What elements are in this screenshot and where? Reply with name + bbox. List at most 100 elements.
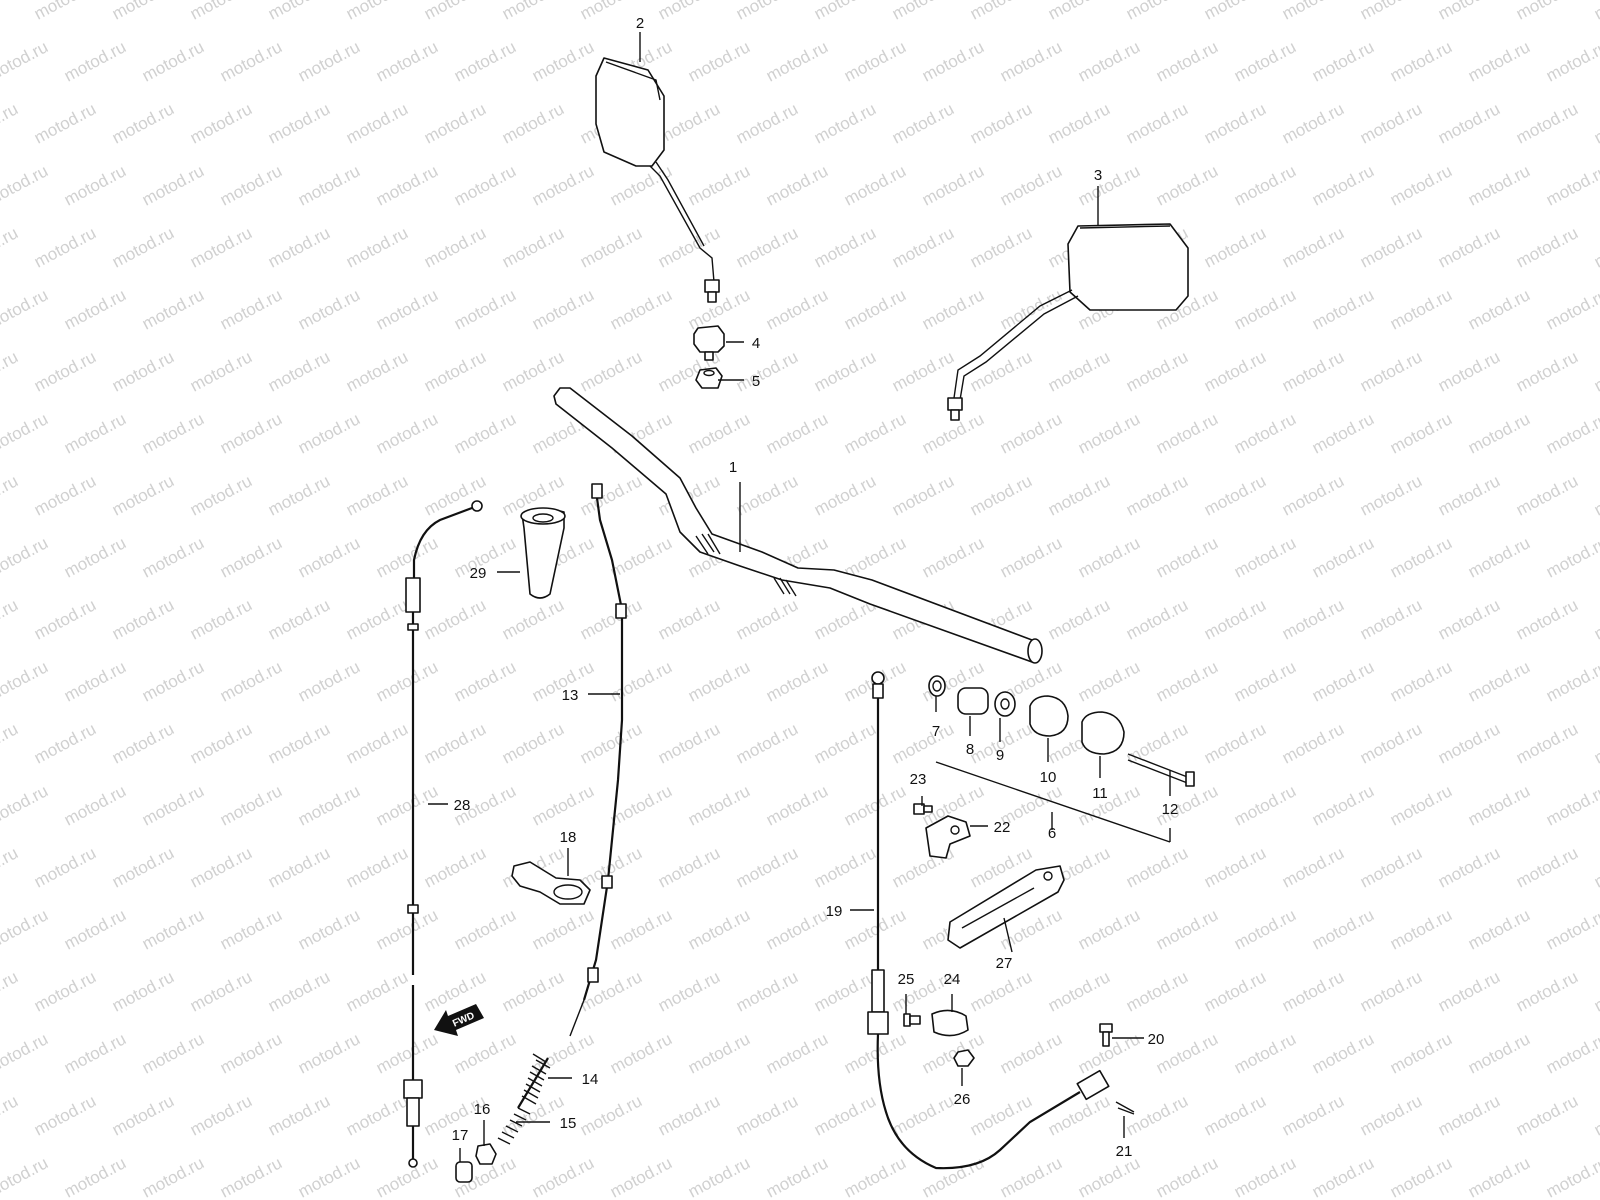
watermark-text: motod.ru [1465, 409, 1533, 457]
watermark-text: motod.ru [1543, 533, 1600, 581]
watermark-text: motod.ru [1123, 719, 1191, 767]
watermark-text: motod.ru [1435, 99, 1503, 147]
watermark-text: motod.ru [997, 161, 1065, 209]
watermark-text: motod.ru [529, 1153, 597, 1200]
watermark-text: motod.ru [265, 471, 333, 519]
watermark-text: motod.ru [1435, 843, 1503, 891]
watermark-text: motod.ru [1279, 347, 1347, 395]
watermark-text: motod.ru [997, 1153, 1065, 1200]
watermark-text: motod.ru [685, 905, 753, 953]
watermark-text: motod.ru [529, 905, 597, 953]
watermark-text: motod.ru [1201, 471, 1269, 519]
watermark-text: motod.ru [1201, 719, 1269, 767]
watermark-text: motod.ru [451, 905, 519, 953]
watermark-text: motod.ru [109, 347, 177, 395]
watermark-text: motod.ru [217, 1029, 285, 1077]
watermark-text: motod.ru [31, 99, 99, 147]
watermark-text: motod.ru [1465, 905, 1533, 953]
watermark-text: motod.ru [0, 37, 51, 85]
watermark-text: motod.ru [919, 533, 987, 581]
watermark-text: motod.ru [889, 719, 957, 767]
callout-26: 26 [954, 1091, 971, 1108]
watermark-text: motod.ru [0, 347, 21, 395]
watermark-text: motod.ru [841, 1153, 909, 1200]
watermark-text: motod.ru [763, 37, 831, 85]
watermark-text: motod.ru [1045, 1091, 1113, 1139]
callout-4: 4 [752, 335, 760, 352]
watermark-text: motod.ru [1123, 1091, 1191, 1139]
watermark-text: motod.ru [109, 719, 177, 767]
watermark-text: motod.ru [997, 409, 1065, 457]
callout-14: 14 [582, 1071, 599, 1088]
watermark-text: motod.ru [31, 1091, 99, 1139]
callout-22: 22 [994, 819, 1011, 836]
watermark-text: motod.ru [0, 0, 21, 24]
watermark-text: motod.ru [109, 471, 177, 519]
watermark-text: motod.ru [1543, 781, 1600, 829]
watermark-text: motod.ru [733, 223, 801, 271]
watermark-text: motod.ru [187, 347, 255, 395]
watermark-text: motod.ru [577, 347, 645, 395]
watermark-text: motod.ru [841, 37, 909, 85]
watermark-text: motod.ru [1435, 595, 1503, 643]
watermark-text: motod.ru [373, 657, 441, 705]
callout-7: 7 [932, 723, 940, 740]
watermark-text: motod.ru [919, 1153, 987, 1200]
watermark-text: motod.ru [1513, 99, 1581, 147]
watermark-text: motod.ru [1231, 285, 1299, 333]
watermark-text: motod.ru [1231, 781, 1299, 829]
watermark-text: motod.ru [1357, 967, 1425, 1015]
watermark-text: motod.ru [265, 719, 333, 767]
watermark-text: motod.ru [1357, 347, 1425, 395]
watermark-text: motod.ru [343, 967, 411, 1015]
callout-3: 3 [1094, 167, 1102, 184]
watermark-text: motod.ru [1279, 595, 1347, 643]
watermark-text: motod.ru [139, 285, 207, 333]
watermark-text: motod.ru [0, 1029, 51, 1077]
watermark-text: motod.ru [109, 1091, 177, 1139]
watermark-text: motod.ru [811, 347, 879, 395]
watermark-text: motod.ru [31, 967, 99, 1015]
watermark-text: motod.ru [1387, 905, 1455, 953]
watermark-text: motod.ru [109, 99, 177, 147]
watermark-text: motod.ru [1465, 37, 1533, 85]
watermark-text: motod.ru [607, 533, 675, 581]
watermark-text: motod.ru [1591, 0, 1600, 24]
watermark-text: motod.ru [0, 533, 51, 581]
watermark-text: motod.ru [889, 99, 957, 147]
throttle-boot [520, 507, 566, 599]
watermark-text: motod.ru [265, 347, 333, 395]
watermark-text: motod.ru [265, 223, 333, 271]
watermark-text: motod.ru [1309, 1029, 1377, 1077]
watermark-text: motod.ru [919, 37, 987, 85]
watermark-text: motod.ru [1279, 967, 1347, 1015]
watermark-text: motod.ru [31, 595, 99, 643]
watermark-text: motod.ru [217, 285, 285, 333]
callout-19: 19 [826, 903, 843, 920]
watermark-text: motod.ru [295, 905, 363, 953]
watermark-text: motod.ru [655, 719, 723, 767]
watermark-text: motod.ru [265, 595, 333, 643]
watermark-text: motod.ru [1465, 781, 1533, 829]
watermark-text: motod.ru [529, 161, 597, 209]
watermark-text: motod.ru [1513, 967, 1581, 1015]
watermark-text: motod.ru [31, 471, 99, 519]
pin-21 [1115, 1101, 1135, 1115]
watermark-text: motod.ru [1123, 0, 1191, 24]
watermark-text: motod.ru [343, 347, 411, 395]
watermark-text: motod.ru [655, 1091, 723, 1139]
watermark-text: motod.ru [841, 409, 909, 457]
watermark-text: motod.ru [1153, 1153, 1221, 1200]
watermark-text: motod.ru [451, 409, 519, 457]
watermark-text: motod.ru [1153, 37, 1221, 85]
watermark-text: motod.ru [1045, 347, 1113, 395]
watermark-text: motod.ru [811, 719, 879, 767]
watermark-text: motod.ru [0, 1153, 51, 1200]
watermark-text: motod.ru [685, 781, 753, 829]
watermark-text: motod.ru [265, 967, 333, 1015]
watermark-text: motod.ru [31, 0, 99, 24]
watermark-text: motod.ru [1201, 595, 1269, 643]
watermark-text: motod.ru [1465, 285, 1533, 333]
watermark-text: motod.ru [1153, 161, 1221, 209]
watermark-text: motod.ru [1309, 657, 1377, 705]
